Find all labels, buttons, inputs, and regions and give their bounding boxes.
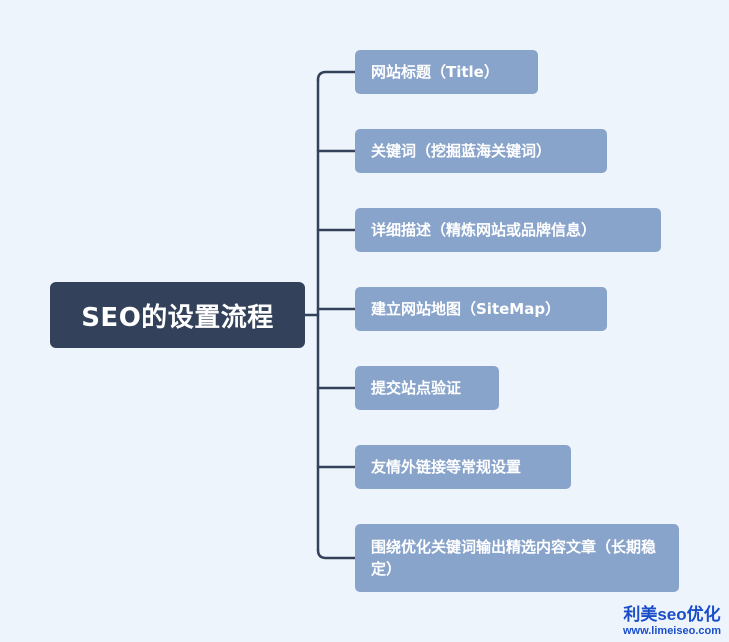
branch-label: 围绕优化关键词输出精选内容文章（长期稳定） <box>371 538 657 578</box>
branch-label: 关键词（挖掘蓝海关键词） <box>371 142 552 160</box>
branch-label: 网站标题（Title） <box>371 63 499 81</box>
branch-label: 友情外链接等常规设置 <box>371 458 522 476</box>
watermark-url: www.limeiseo.com <box>622 625 721 637</box>
branch-description[interactable]: 详细描述（精炼网站或品牌信息） <box>355 208 661 252</box>
branch-content-articles[interactable]: 围绕优化关键词输出精选内容文章（长期稳定） <box>355 524 679 592</box>
branch-label: 建立网站地图（SiteMap） <box>371 300 561 318</box>
watermark-logo: 利美seo优化 www.limeiseo.com <box>623 605 721 638</box>
branch-keywords[interactable]: 关键词（挖掘蓝海关键词） <box>355 129 607 173</box>
branch-site-verification[interactable]: 提交站点验证 <box>355 366 499 410</box>
central-topic-label: SEO的设置流程 <box>81 302 274 333</box>
branch-label: 提交站点验证 <box>371 379 462 397</box>
branch-sitemap[interactable]: 建立网站地图（SiteMap） <box>355 287 607 331</box>
watermark-title: 利美seo优化 <box>623 605 721 624</box>
connector-branch-1 <box>316 70 357 82</box>
branch-friend-links[interactable]: 友情外链接等常规设置 <box>355 445 571 489</box>
branch-website-title[interactable]: 网站标题（Title） <box>355 50 538 94</box>
connector-branch-7 <box>316 548 357 560</box>
branch-label: 详细描述（精炼网站或品牌信息） <box>371 221 597 239</box>
central-topic[interactable]: SEO的设置流程 <box>50 282 305 348</box>
